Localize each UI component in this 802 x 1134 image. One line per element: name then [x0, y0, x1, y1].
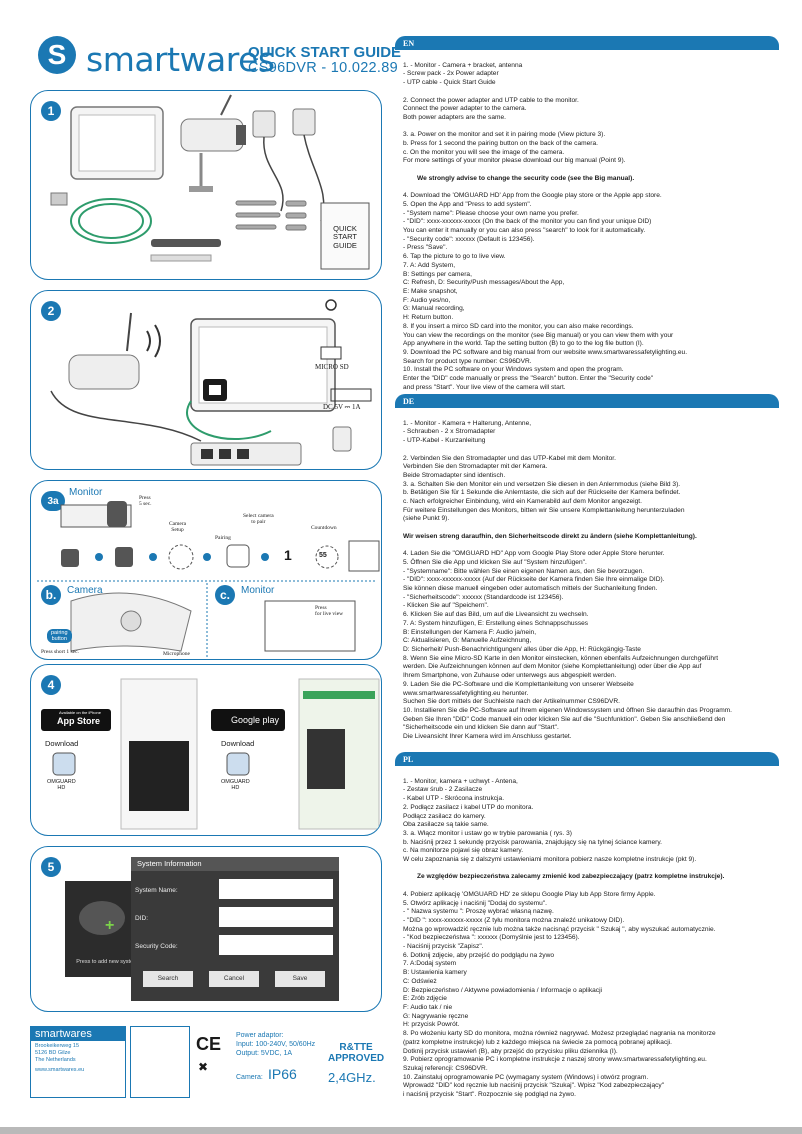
download-label-ios: Download — [45, 739, 79, 748]
bottom-bar — [0, 1127, 802, 1134]
cancel-button[interactable]: Cancel — [209, 971, 259, 987]
save-button[interactable]: Save — [275, 971, 325, 987]
step-3c-title: Monitor — [241, 585, 275, 596]
step-3-panel: 3a Monitor Press 5 sec. Camera Setup Pai… — [30, 480, 382, 660]
quick-start-title: QUICK START GUIDE — [248, 44, 402, 61]
ip-rating: IP66 — [268, 1066, 297, 1082]
google-play-badge[interactable]: Google play — [231, 715, 280, 725]
phone-table — [130, 1026, 190, 1098]
step-3b-title: Camera — [67, 585, 103, 596]
power-adaptor-specs: Power adaptor: Input: 100-240V, 50/60Hz … — [236, 1032, 316, 1057]
camera-label: Camera: — [236, 1074, 263, 1081]
countdown-value: 55 — [319, 552, 327, 559]
en-text-3: 3. a. Power on the monitor and set it in… — [403, 131, 626, 165]
pairing-label: Pairing — [215, 535, 231, 541]
step-2-badge: 2 — [41, 301, 61, 321]
model-number: CS96DVR - 10.022.89 — [248, 60, 398, 76]
did-label: DID: — [135, 915, 148, 922]
appstore-small-text: Available on the iPhone — [59, 710, 101, 715]
footer-website[interactable]: www.smartwares.eu — [35, 1067, 85, 1074]
step-4-badge: 4 — [41, 675, 61, 695]
step-1-panel: 1 QUICK START GUIDE — [30, 90, 382, 280]
en-warning: We strongly advise to change the securit… — [417, 174, 635, 182]
de-text-3: 4. Laden Sie die "OMGUARD HD" App vom Go… — [403, 550, 733, 741]
smartwares-logo: S — [38, 36, 76, 74]
app-store-badge[interactable]: App Store — [57, 716, 101, 726]
system-info-title: System Information — [131, 857, 339, 871]
pairing-button-label: pairing button — [47, 629, 72, 643]
company-box: smartwares Brookeikerweg 15 5126 BD Gilz… — [30, 1026, 126, 1098]
omguard-app-ios[interactable]: OMGUARD HD — [47, 779, 76, 791]
rtte-approved: R&TTE APPROVED — [328, 1042, 385, 1064]
de-text-1: 1. - Monitor - Kamera + Halterung, Anten… — [403, 419, 532, 445]
section-en-title: EN — [395, 38, 779, 50]
step-4-illustration — [41, 678, 380, 830]
section-de: DE 1. - Monitor - Kamera + Halterung, An… — [395, 394, 779, 740]
footer-address: Brookeikerweg 15 5126 BD Gilze The Nethe… — [35, 1043, 80, 1064]
quick-start-booklet-label: QUICK START GUIDE — [333, 224, 357, 250]
step-5-panel: 5 + Press to add new system System Infor… — [30, 846, 382, 1012]
countdown-label: Countdown — [311, 525, 337, 531]
step-4-panel: 4 Available on the iPhone App Store Goog… — [30, 664, 382, 836]
logo-letter: S — [47, 39, 67, 70]
section-pl: PL 1. - Monitor, kamera + uchwyt - Anten… — [395, 752, 779, 1104]
pl-text-2: 4. Pobierz aplikację 'OMGUARD HD' ze skl… — [403, 890, 716, 1099]
step-1-illustration — [50, 94, 370, 270]
step-1-badge: 1 — [41, 101, 61, 121]
did-input[interactable] — [219, 907, 333, 927]
download-label-android: Download — [221, 739, 255, 748]
security-code-input[interactable] — [219, 935, 333, 955]
dc-input-label: DC 5V ⎓ 1A — [323, 403, 361, 411]
frequency: 2,4GHz. — [328, 1070, 376, 1085]
section-pl-title: PL — [395, 754, 779, 766]
pl-text-1: 1. - Monitor, kamera + uchwyt - Antena, … — [403, 777, 697, 864]
camera-number: 1 — [284, 547, 292, 563]
section-en: EN 1. - Monitor - Camera + bracket, ante… — [395, 36, 779, 391]
section-de-title: DE — [395, 396, 779, 408]
security-code-label: Security Code: — [135, 943, 178, 950]
pl-warning: Ze względów bezpieczeństwa zalecamy zmie… — [417, 873, 725, 881]
search-button[interactable]: Search — [143, 971, 193, 987]
select-camera-label: Select camera to pair — [243, 513, 274, 525]
de-warning: Wir weisen streng daraufhin, den Sicherh… — [403, 532, 697, 540]
step-3-illustration — [37, 501, 380, 659]
step-3a-badge: 3a — [41, 491, 65, 511]
footer-company: smartwares — [31, 1027, 125, 1041]
camera-add-icon — [79, 901, 125, 935]
system-information-screen: System Information System Name: DID: Sec… — [131, 857, 339, 1001]
ce-mark: CE — [196, 1034, 222, 1054]
press-short-label: Press short 1 sec. — [41, 649, 79, 655]
footer: smartwares Brookeikerweg 15 5126 BD Gilz… — [30, 1026, 385, 1098]
press-add-system-text[interactable]: Press to add new system — [76, 959, 138, 965]
press-live-view-label: Press for live view — [315, 605, 344, 617]
recycle-icon: ✖ — [198, 1060, 209, 1074]
step-3a-title: Monitor — [69, 487, 103, 498]
camera-setup-label: Camera Setup — [169, 521, 187, 533]
system-name-label: System Name: — [135, 887, 178, 894]
step-2-illustration — [50, 299, 372, 466]
en-text-2: 2. Connect the power adapter and UTP cab… — [403, 96, 579, 121]
step-3c-badge: c. — [215, 585, 235, 605]
microsd-label: MICRO SD — [315, 363, 349, 371]
omguard-app-android[interactable]: OMGUARD HD — [221, 779, 250, 791]
microphone-label: Microphone — [163, 651, 190, 657]
step-3b-badge: b. — [41, 585, 61, 605]
brand-name: smartwares — [86, 40, 275, 79]
de-text-2: 2. Verbinden Sie den Stromadapter und da… — [403, 454, 685, 523]
step-5-badge: 5 — [41, 857, 61, 877]
en-text-4: 4. Download the 'OMGUARD HD' App from th… — [403, 192, 688, 391]
press-5-sec-label: Press 5 sec. — [139, 495, 152, 507]
en-text-1: 1. - Monitor - Camera + bracket, antenna… — [403, 61, 523, 87]
system-name-input[interactable] — [219, 879, 333, 899]
step-2-panel: 2 MICRO SD DC 5V ⎓ 1A — [30, 290, 382, 470]
